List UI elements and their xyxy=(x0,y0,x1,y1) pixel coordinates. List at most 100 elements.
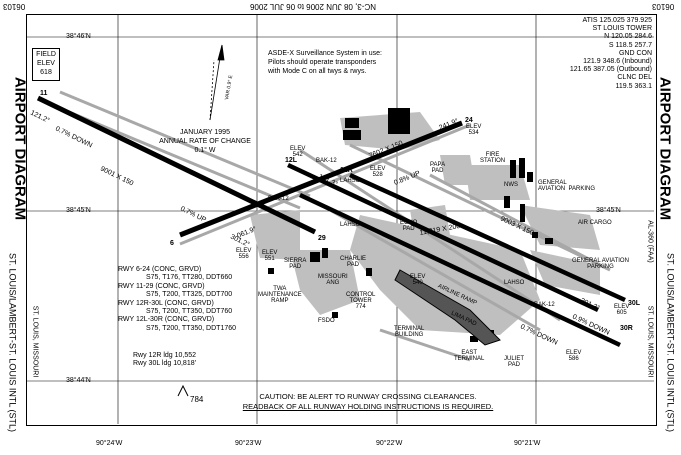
building xyxy=(322,248,328,258)
freq-line: 121.65 387.05 (Outbound) xyxy=(569,66,652,74)
building xyxy=(520,204,525,222)
freq-line: GND CON xyxy=(618,49,652,57)
landing-distance-note: Rwy 12R ldg 10,552 Rwy 30L ldg 10,818' xyxy=(133,352,196,369)
runway-6-number: 6 xyxy=(170,240,174,247)
freq-line: 119.5 363.1 xyxy=(615,82,652,90)
lon-label-3: 90°22'W xyxy=(376,440,403,447)
building xyxy=(532,232,538,238)
runways xyxy=(36,95,626,348)
freq-line: ST LOUIS TOWER xyxy=(592,25,652,33)
grade-07-down: 0.7% DOWN xyxy=(54,126,93,150)
asde-note: ASDE-X Surveillance System in use: Pilot… xyxy=(268,49,382,76)
taxiway xyxy=(299,148,561,322)
ldg-line: Rwy 12R ldg 10,552 xyxy=(133,352,197,359)
building xyxy=(366,268,372,276)
lon-label-2: 90°23'W xyxy=(235,440,262,447)
ga-parking-south-label: GENERAL AVIATION PARKING xyxy=(572,258,629,270)
freq-line: ATIS 125.025 379.925 xyxy=(582,17,652,24)
magnetic-arrow-line xyxy=(209,59,215,121)
air-cargo-label: AIR CARGO xyxy=(578,220,612,226)
lahso-label-2: LAHSO xyxy=(340,222,361,228)
runway-12l-30r xyxy=(299,192,621,348)
elev-556: ELEV 556 xyxy=(236,248,252,260)
heading-061: 061.9° xyxy=(236,225,258,240)
runway-30l-number: 30L xyxy=(628,300,641,307)
sierra-ramp xyxy=(250,210,300,260)
runway-30r-number: 30R xyxy=(620,325,633,332)
building xyxy=(470,336,478,342)
building xyxy=(310,252,320,262)
runway-24-number: 24 xyxy=(465,117,473,124)
magvar-line: JANUARY 1995 xyxy=(180,129,230,136)
fsdo-label: FSDO xyxy=(318,318,335,324)
taxiway xyxy=(329,208,541,332)
taxiway xyxy=(349,143,611,272)
fire-station-building xyxy=(510,160,516,178)
freq-line: N 120.05 284.6 xyxy=(604,33,652,41)
rwy-row: S75, T176, TT280, DDT660 xyxy=(146,274,233,282)
rwy-row: RWY 11-29 (CONC, GRVD) xyxy=(118,282,205,290)
runway-data-table: RWY 6-24 (CONC, GRVD) S75, T176, TT280, … xyxy=(118,266,236,333)
lat-label-mid-left: 38°45'N xyxy=(66,207,91,214)
rwy-row: S75, T200, TT325, DDT700 xyxy=(146,291,233,299)
rwy-row: S75, T200, TT350, DDT1760 xyxy=(146,324,237,332)
heading-301b: 301.3° xyxy=(579,297,601,313)
runway-29-number: 29 xyxy=(318,235,326,242)
elev-528: ELEV 528 xyxy=(370,166,386,178)
building xyxy=(332,312,338,318)
elev-551: ELEV 551 xyxy=(262,250,278,262)
ldg-line: Rwy 30L ldg 10,818' xyxy=(133,360,196,368)
building xyxy=(519,158,525,178)
runway-numbers: 6 24 11 29 12R 30L 12L 30R xyxy=(40,90,641,332)
comm-frequencies: ATIS 125.025 379.925 ST LOUIS TOWER N 12… xyxy=(560,17,652,91)
field-elevation-box: FIELD ELEV 618 xyxy=(32,48,60,81)
bak12-label-2: BAK-12 xyxy=(268,196,289,202)
asde-line: with Mode C on all twys & rwys. xyxy=(268,68,367,75)
grade-07-down-2: 0.7% DOWN xyxy=(519,323,558,346)
terminal-building xyxy=(394,269,501,346)
freq-line: CLNC DEL xyxy=(617,74,652,82)
elev-label: ELEV xyxy=(37,60,55,67)
elev-542: ELEV 542 xyxy=(290,146,306,158)
rwy-row: RWY 6-24 (CONC, GRVD) xyxy=(118,266,202,273)
west-ramp xyxy=(290,250,360,315)
taxiway xyxy=(429,173,601,267)
missouri-ang-label: MISSOURI ANG xyxy=(318,274,348,286)
runway-12r-30l xyxy=(349,172,626,303)
asde-line: Pilots should operate transponders xyxy=(268,59,377,66)
building xyxy=(388,108,410,134)
grade-07-up: 0.7% UP xyxy=(179,206,207,225)
caution-line-1: CAUTION: BE ALERT TO RUNWAY CROSSING CLE… xyxy=(259,392,477,401)
elev-586: ELEV 586 xyxy=(566,350,582,362)
lat-label-bottom: 38°44'N xyxy=(66,377,91,384)
north-arrow xyxy=(209,44,225,121)
var-label: VAR 0.9° E xyxy=(224,74,234,100)
heading-121: 121.2° xyxy=(29,109,51,125)
elev-534: ELEV 534 xyxy=(466,124,482,136)
runway-11-number: 11 xyxy=(40,90,48,97)
obstruction-height: 784 xyxy=(190,395,204,404)
runway-12r-number: 12R xyxy=(340,167,353,174)
juliet-pad-label: JULIET PAD xyxy=(504,356,525,368)
building xyxy=(527,172,533,182)
diagram-frame xyxy=(26,14,657,426)
cargo-apron xyxy=(520,205,600,250)
ga-parking-north-label: GENERAL AVIATION PARKING xyxy=(538,180,596,192)
nws-label: NWS xyxy=(504,182,518,188)
bak12-label-3: BAK-12 xyxy=(534,302,555,308)
lahso-label-3: LAHSO xyxy=(504,280,525,286)
building xyxy=(268,268,274,274)
magvar-note: JANUARY 1995 ANNUAL RATE OF CHANGE 0.1° … xyxy=(150,128,260,155)
sierra-pad-label: SIERRA PAD xyxy=(284,258,307,270)
building xyxy=(343,130,361,140)
control-tower-label: CONTROL TOWER 774 xyxy=(346,292,376,310)
building xyxy=(504,196,510,208)
north-arrow-head xyxy=(217,44,225,61)
east-terminal-label: EAST TERMINAL xyxy=(454,350,485,362)
lon-label-1: 90°24'W xyxy=(96,440,123,447)
obstruction-icon xyxy=(177,384,189,397)
rwy-row: RWY 12L-30R (CONC, GRVD) xyxy=(118,316,215,324)
elev-605: ELEV 605 xyxy=(614,304,630,316)
